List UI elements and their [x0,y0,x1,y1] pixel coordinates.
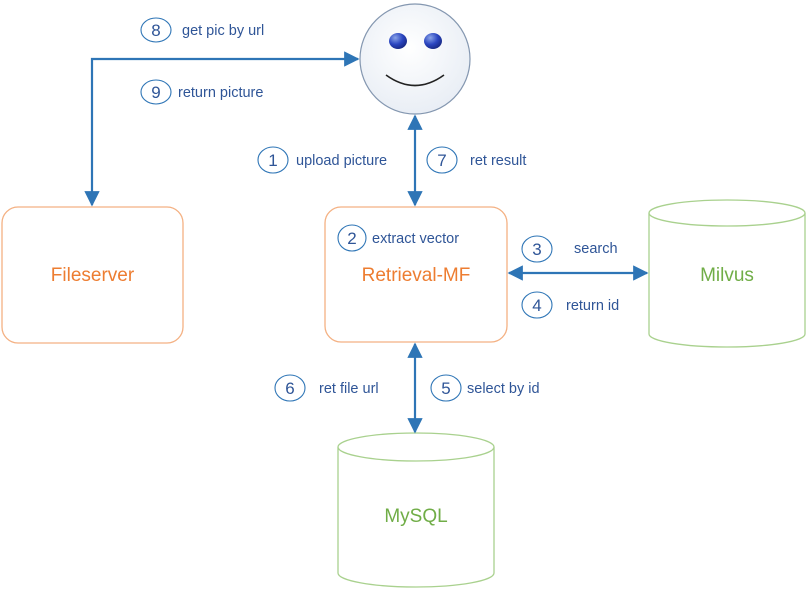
fileserver-user-arrow [84,51,360,207]
step-9-number: 9 [151,83,160,102]
step-3-number: 3 [532,240,541,259]
mysql-label: MySQL [384,506,447,527]
step-8-label: get pic by url [182,23,264,39]
fileserver-label: Fileserver [51,265,135,286]
step-4-badge [521,291,553,319]
step-4-number: 4 [532,296,541,315]
step-5-label: select by id [467,381,540,397]
step-6-badge [274,374,306,402]
step-8-number: 8 [151,21,160,40]
step-9-label: return picture [178,85,263,101]
smile-mouth [385,74,445,87]
step-6-label: ret file url [319,381,379,397]
fileserver-node: Fileserver [1,206,184,344]
step-7-badge [426,146,458,174]
retrieval-label: Retrieval-MF [362,265,471,286]
milvus-database: Milvus [648,199,806,348]
step-2-badge [337,224,367,252]
step-1-number: 1 [268,151,277,170]
step-5-number: 5 [441,379,450,398]
step-7-label: ret result [470,153,526,169]
step-6-number: 6 [285,379,294,398]
step-4-label: return id [566,298,619,314]
step-7-number: 7 [437,151,446,170]
smiley-face-icon [359,3,471,115]
left-eye [389,33,407,49]
step-2-label: extract vector [372,231,459,247]
step-3-badge [521,235,553,263]
milvus-label: Milvus [700,265,754,286]
mysql-database: MySQL [337,432,495,588]
step-5-badge [430,374,462,402]
step-3-label: search [574,241,618,257]
user-node [359,3,471,115]
step-9-badge [140,79,172,105]
retrieval-node: Retrieval-MF [324,206,508,343]
step-8-badge [140,17,172,43]
step-1-badge [257,146,289,174]
step-2-number: 2 [347,229,356,248]
step-1-label: upload picture [296,153,387,169]
right-eye [424,33,442,49]
